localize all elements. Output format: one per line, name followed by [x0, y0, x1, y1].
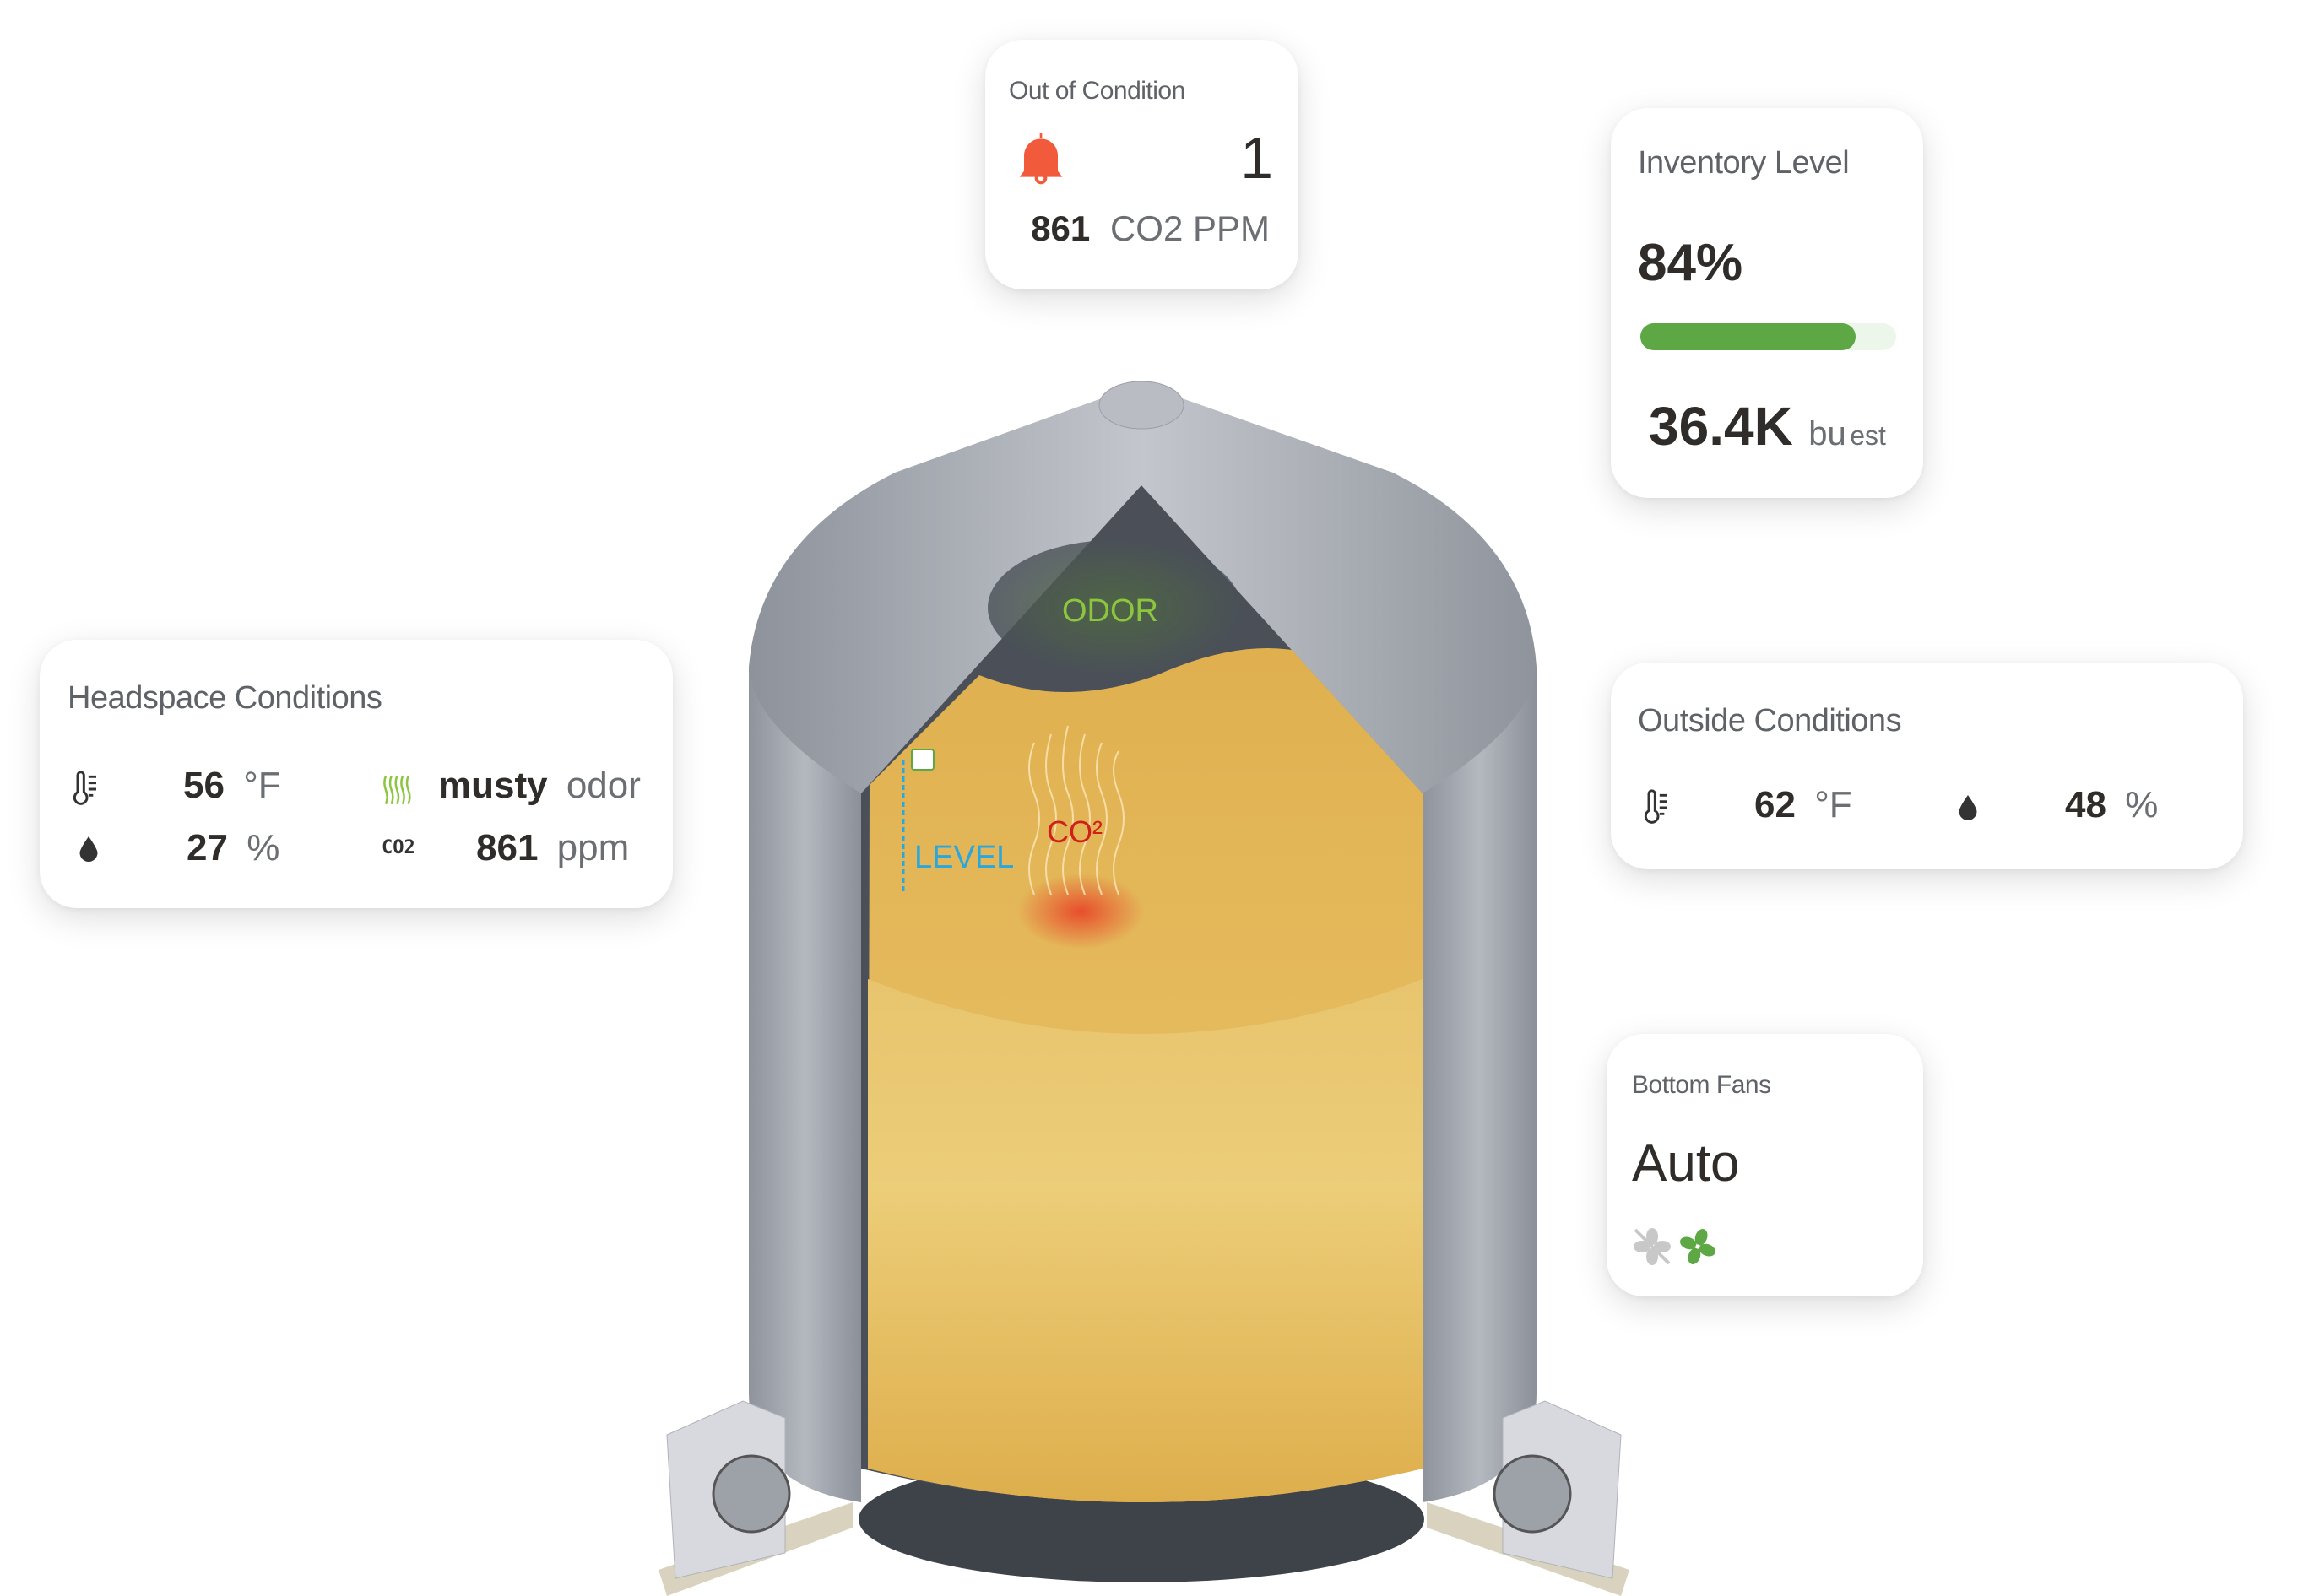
inventory-level-card[interactable]: Inventory Level 84% 36.4K bu est — [1611, 108, 1923, 498]
humidity-drop-icon — [1959, 795, 1977, 820]
headspace-temp-value: 56 — [183, 765, 225, 806]
inventory-progress-fill — [1640, 323, 1856, 350]
thermometer-icon — [73, 771, 96, 805]
bottom-fans-card[interactable]: Bottom Fans Auto — [1607, 1034, 1923, 1296]
odor-value: musty — [438, 765, 548, 806]
inventory-percent: 84% — [1638, 234, 1743, 292]
outside-temp-unit: °F — [1814, 784, 1852, 825]
outside-humidity-value: 48 — [2065, 784, 2106, 825]
co2-unit: CO2 PPM — [1109, 208, 1270, 248]
inventory-amount: 36.4K — [1649, 396, 1793, 457]
fan-off-icon[interactable] — [1632, 1226, 1672, 1267]
bell-icon — [1019, 133, 1063, 185]
headspace-temp-unit: °F — [243, 765, 281, 806]
fan-mode: Auto — [1632, 1134, 1740, 1193]
thermometer-icon — [1644, 789, 1667, 824]
level-label: LEVEL — [914, 840, 1015, 875]
inventory-progress-bar — [1640, 323, 1896, 350]
headspace-humidity-value: 27 — [187, 827, 228, 868]
out-of-condition-card[interactable]: Out of Condition 1 861 CO2 PPM — [985, 40, 1298, 289]
humidity-drop-icon — [79, 836, 98, 862]
card-title: Outside Conditions — [1638, 703, 1902, 738]
outside-humidity-unit: % — [2125, 784, 2159, 825]
fan-on-icon[interactable] — [1677, 1226, 1718, 1267]
card-title: Bottom Fans — [1632, 1071, 1771, 1099]
alert-count: 1 — [1240, 125, 1273, 191]
co2-icon: CO2 — [382, 837, 415, 858]
card-title: Inventory Level — [1638, 145, 1850, 181]
odor-icon — [383, 775, 411, 805]
odor-label: ODOR — [1062, 593, 1158, 629]
co2-value: 861 — [1031, 208, 1091, 248]
card-title: Headspace Conditions — [68, 680, 382, 716]
headspace-conditions-card[interactable]: Headspace Conditions 56 °F musty odor 27… — [40, 640, 673, 908]
card-title: Out of Condition — [1009, 77, 1185, 105]
headspace-co2-unit: ppm — [556, 827, 630, 868]
inventory-unit-suffix: est — [1850, 420, 1886, 451]
odor-unit: odor — [566, 765, 641, 806]
headspace-humidity-unit: % — [247, 827, 280, 868]
co2-label: CO² — [1047, 814, 1103, 849]
inventory-unit: bu — [1808, 415, 1846, 452]
outside-conditions-card[interactable]: Outside Conditions 62 °F 48 % — [1611, 663, 2243, 869]
outside-temp-value: 62 — [1754, 784, 1796, 825]
headspace-co2-value: 861 — [476, 827, 539, 868]
